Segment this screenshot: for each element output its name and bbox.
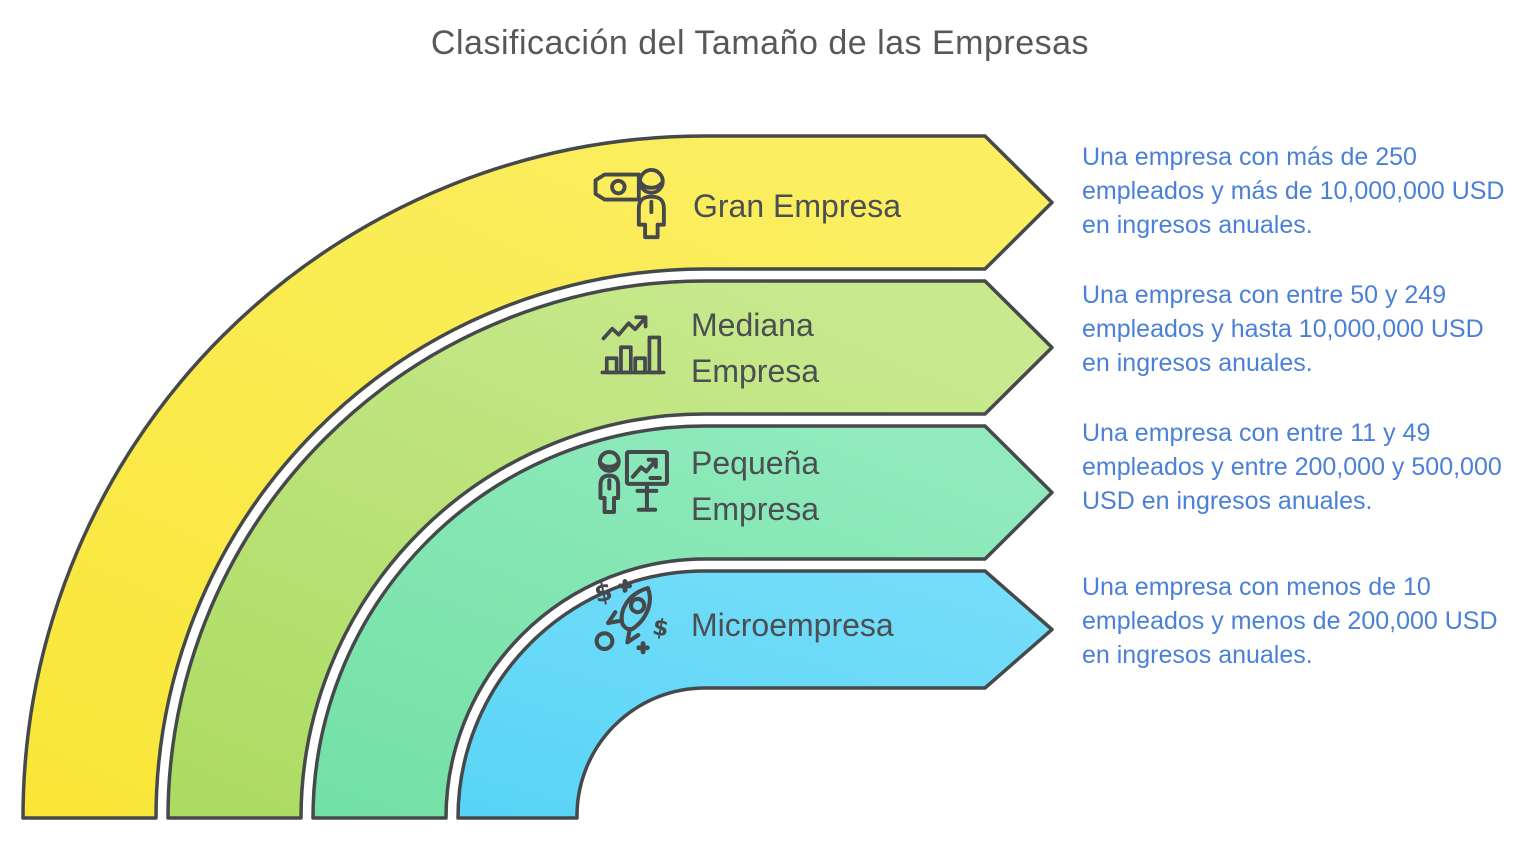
rocket-dollar-icon: $ $ <box>590 577 672 657</box>
rainbow-arcs <box>21 134 1054 820</box>
label-pequena-empresa: Pequeña Empresa <box>691 445 820 527</box>
band-pequena-empresa <box>311 424 1054 820</box>
description-gran-empresa: Una empresa con más de 250 empleados y m… <box>1082 143 1505 239</box>
label-gran-empresa: Gran Empresa <box>693 188 902 224</box>
band-gran-empresa <box>21 134 1054 820</box>
label-microempresa: Microempresa <box>691 607 894 643</box>
page-title: Clasificación del Tamaño de las Empresas <box>430 24 1090 62</box>
description-pequena-empresa: Una empresa con entre 11 y 49 empleados … <box>1082 419 1502 515</box>
presentation-board-icon <box>594 446 674 524</box>
svg-text:$: $ <box>650 614 670 642</box>
description-microempresa: Una empresa con menos de 10 empleados y … <box>1082 573 1498 669</box>
growth-chart-icon <box>598 311 668 377</box>
description-mediana-empresa: Una empresa con entre 50 y 249 empleados… <box>1082 281 1484 377</box>
label-mediana-empresa: Mediana Empresa <box>691 307 820 389</box>
band-mediana-empresa <box>166 279 1054 820</box>
svg-text:$: $ <box>591 577 614 609</box>
money-person-icon <box>591 165 673 241</box>
